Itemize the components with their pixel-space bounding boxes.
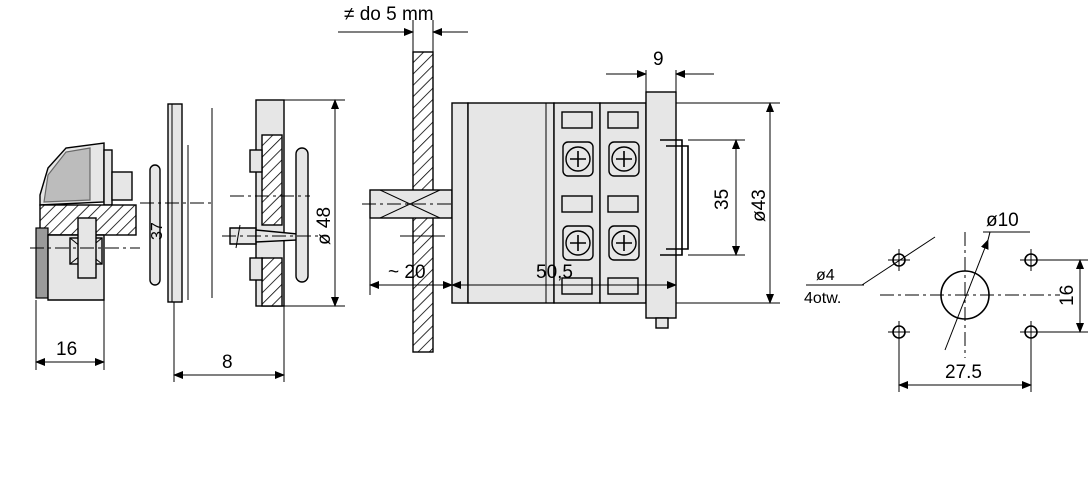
- knob: [30, 142, 140, 370]
- mounting-plate: ø 48: [173, 99, 345, 382]
- ring-small: 37: [140, 103, 215, 303]
- dim-fixing-hole-label: ø4: [816, 267, 835, 284]
- dim-knob-depth: 16: [35, 339, 105, 366]
- dim-body-length-label: 50,5: [536, 262, 573, 283]
- din-rail: 9: [606, 49, 714, 329]
- dim-approx-depth: ~ 20: [369, 262, 453, 303]
- dim-ring-diameter-label: ø 48: [314, 207, 335, 245]
- dim-rail-height: 35: [688, 139, 745, 256]
- dim-hole-spacing-h-label: 27.5: [945, 362, 982, 383]
- dim-rail-width-label: 9: [653, 49, 664, 70]
- dim-hole-diameter-label: ø10: [986, 210, 1019, 231]
- hole-pattern: ø10 ø4 4otw. 27.5 16: [804, 210, 1088, 392]
- dim-body-height-label: ø43: [749, 189, 770, 222]
- dim-panel-thickness-label: ≠ do 5 mm: [344, 4, 434, 25]
- shaft: [362, 189, 485, 295]
- dim-knob-depth-label: 16: [56, 339, 77, 360]
- dim-body-length: 50,5: [451, 262, 677, 318]
- screw-icon: [562, 225, 594, 261]
- dim-fixing-hole-count-label: 4otw.: [804, 290, 841, 307]
- panel: ≠ do 5 mm: [338, 4, 468, 353]
- dim-hole-spacing-v-label: 16: [1057, 285, 1078, 306]
- terminal-screws: [562, 141, 640, 261]
- dim-body-height: ø43: [676, 102, 780, 304]
- screw-icon: [608, 225, 640, 261]
- screw-icon: [562, 141, 594, 177]
- dim-approx-depth-label: ~ 20: [388, 262, 426, 283]
- screw-icon: [608, 141, 640, 177]
- dim-spacing-label: 8: [222, 352, 233, 373]
- dim-rail-height-label: 35: [712, 189, 733, 210]
- dim-small-ring-label: 37: [149, 222, 166, 240]
- dim-spacing: 8: [173, 352, 285, 379]
